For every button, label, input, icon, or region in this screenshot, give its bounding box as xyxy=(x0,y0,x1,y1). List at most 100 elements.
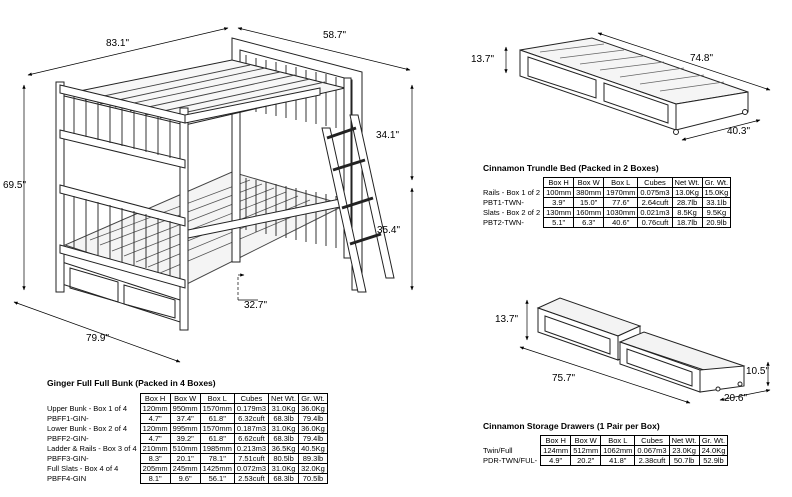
table-cell: 68.3lb xyxy=(268,433,300,444)
table-cell: 9.5Kg xyxy=(701,207,732,218)
table-cell: 61.8" xyxy=(199,413,235,424)
table-cell: 15.0Kg xyxy=(701,187,732,198)
table-cell: 1425mm xyxy=(199,463,235,474)
trundle-drawing xyxy=(519,37,749,135)
bunk-dim-top-depth: 58.7" xyxy=(323,30,346,41)
column-header: Cubes xyxy=(233,393,270,404)
table-cell: 6.3" xyxy=(573,217,605,228)
table-cell: 39.2" xyxy=(169,433,201,444)
table-cell: 4.7" xyxy=(139,433,171,444)
column-header: Box L xyxy=(600,435,636,446)
column-header: Box W xyxy=(570,435,602,446)
trundle-table-heading: Cinnamon Trundle Bed (Packed in 2 Boxes) xyxy=(483,163,659,173)
table-cell: 7.51cuft xyxy=(233,453,270,464)
column-header: Net Wt. xyxy=(268,393,300,404)
table-cell: 995mm xyxy=(169,423,201,434)
trundle-dim-length: 74.8" xyxy=(690,53,713,64)
table-cell: 4.9" xyxy=(540,455,572,466)
table-cell: 130mm xyxy=(543,207,575,218)
bunk-dim-upper-height: 34.1" xyxy=(376,130,399,141)
header-spacer xyxy=(45,394,140,404)
row-label: PBFF3-GIN- xyxy=(47,454,89,463)
table-cell: 0.072m3 xyxy=(233,463,270,474)
table-cell: 56.1" xyxy=(199,473,235,484)
table-cell: 2.38cuft xyxy=(634,455,670,466)
table-cell: 80.5lb xyxy=(268,453,300,464)
row-label: PBFF2-GIN- xyxy=(47,434,89,443)
table-cell: 20.9lb xyxy=(701,217,732,228)
column-header: Gr. Wt. xyxy=(298,393,328,404)
drawers-dim-height: 13.7" xyxy=(495,314,518,325)
row-label: Slats - Box 2 of 2 xyxy=(483,208,541,217)
table-cell: 512mm xyxy=(570,445,602,456)
table-cell: 0.067m3 xyxy=(634,445,670,456)
row-label: Full Slats - Box 4 of 4 xyxy=(47,464,119,473)
table-cell: 0.021m3 xyxy=(637,207,673,218)
table-cell: 18.7lb xyxy=(671,217,703,228)
table-cell: 205mm xyxy=(139,463,171,474)
table-cell: 68.3lb xyxy=(268,473,300,484)
table-cell: 89.3lb xyxy=(298,453,328,464)
table-cell: 70.5lb xyxy=(298,473,328,484)
table-cell: 20.2" xyxy=(570,455,602,466)
bunk-dim-bottom-length: 79.9" xyxy=(86,333,109,344)
table-cell: 24.0Kg xyxy=(698,445,729,456)
table-cell: 160mm xyxy=(573,207,605,218)
drawers-dim-depth: 20.6" xyxy=(724,393,747,404)
column-header: Box L xyxy=(603,177,639,188)
column-header: Cubes xyxy=(634,435,670,446)
trundle-dim-height: 13.7" xyxy=(471,54,494,65)
table-cell: 31.0Kg xyxy=(268,403,300,414)
row-label: Lower Bunk - Box 2 of 4 xyxy=(47,424,128,433)
column-header: Box L xyxy=(199,393,235,404)
table-cell: 41.8" xyxy=(600,455,636,466)
row-label: Twin/Full xyxy=(483,446,513,455)
table-cell: 0.187m3 xyxy=(233,423,270,434)
table-cell: 52.9lb xyxy=(698,455,729,466)
column-header: Gr. Wt. xyxy=(698,435,729,446)
drawers-table-heading: Cinnamon Storage Drawers (1 Pair per Box… xyxy=(483,421,660,431)
table-cell: 15.0" xyxy=(573,197,605,208)
row-label: Upper Bunk - Box 1 of 4 xyxy=(47,404,128,413)
table-cell: 1062mm xyxy=(600,445,636,456)
table-cell: 210mm xyxy=(139,443,171,454)
table-cell: 28.7lb xyxy=(671,197,703,208)
table-cell: 3.9" xyxy=(543,197,575,208)
table-cell: 50.7lb xyxy=(668,455,700,466)
table-cell: 77.6" xyxy=(603,197,639,208)
table-cell: 40.5Kg xyxy=(298,443,328,454)
table-cell: 31.0Kg xyxy=(268,423,300,434)
column-header: Cubes xyxy=(637,177,673,188)
column-header: Gr. Wt. xyxy=(701,177,732,188)
table-cell: 2.64cuft xyxy=(637,197,673,208)
row-label: Ladder & Rails - Box 3 of 4 xyxy=(47,444,137,453)
table-cell: 2.53cuft xyxy=(233,473,270,484)
table-cell: 0.179m3 xyxy=(233,403,270,414)
bunk-dim-top-width: 83.1" xyxy=(106,38,129,49)
table-cell: 245mm xyxy=(169,463,201,474)
table-cell: 380mm xyxy=(573,187,605,198)
column-header: Box H xyxy=(543,177,575,188)
column-header: Net Wt. xyxy=(671,177,703,188)
table-cell: 8.5Kg xyxy=(671,207,703,218)
table-cell: 120mm xyxy=(139,403,171,414)
row-label: Rails - Box 1 of 2 xyxy=(483,188,541,197)
table-cell: 6.62cuft xyxy=(233,433,270,444)
table-cell: 23.0Kg xyxy=(668,445,700,456)
row-label: PDR-TWN/FUL- xyxy=(483,456,538,465)
table-cell: 9.6" xyxy=(169,473,201,484)
table-cell: 1570mm xyxy=(199,403,235,414)
